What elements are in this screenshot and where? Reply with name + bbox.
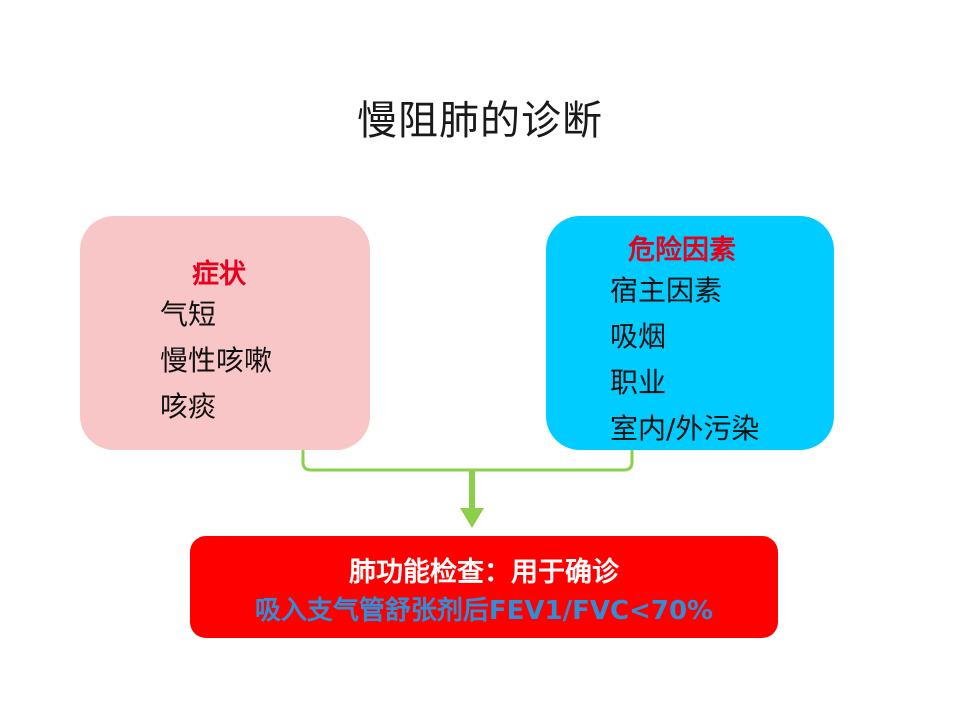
- symptom-item: 气短: [160, 298, 217, 331]
- symptoms-list: 气短 慢性咳嗽 咳痰: [160, 292, 272, 430]
- risk-factor-item: 职业: [610, 366, 667, 399]
- risk-factor-item: 室内/外污染: [610, 412, 760, 445]
- bracket-line: [301, 450, 634, 472]
- symptom-item: 慢性咳嗽: [160, 344, 273, 377]
- risk-factor-item: 吸烟: [610, 320, 667, 353]
- result-line1: 肺功能检查：用于确诊: [349, 557, 619, 588]
- result-line2: 吸入支气管舒张剂后FEV1/FVC<70%: [254, 596, 714, 626]
- symptom-item: 咳痰: [160, 390, 217, 423]
- page-title: 慢阻肺的诊断: [357, 98, 603, 144]
- symptoms-box: 症状 气短 慢性咳嗽 咳痰: [80, 216, 370, 450]
- symptoms-heading: 症状: [192, 259, 246, 290]
- risk-factors-box: 危险因素 宿主因素 吸烟 职业 室内/外污染: [546, 216, 834, 450]
- risk-factors-list: 宿主因素 吸烟 职业 室内/外污染: [610, 268, 759, 452]
- diagnosis-result-box: 肺功能检查：用于确诊 吸入支气管舒张剂后FEV1/FVC<70%: [190, 536, 778, 638]
- arrow-down-icon: [460, 508, 484, 528]
- risk-factors-heading: 危险因素: [628, 235, 736, 266]
- risk-factor-item: 宿主因素: [610, 274, 723, 307]
